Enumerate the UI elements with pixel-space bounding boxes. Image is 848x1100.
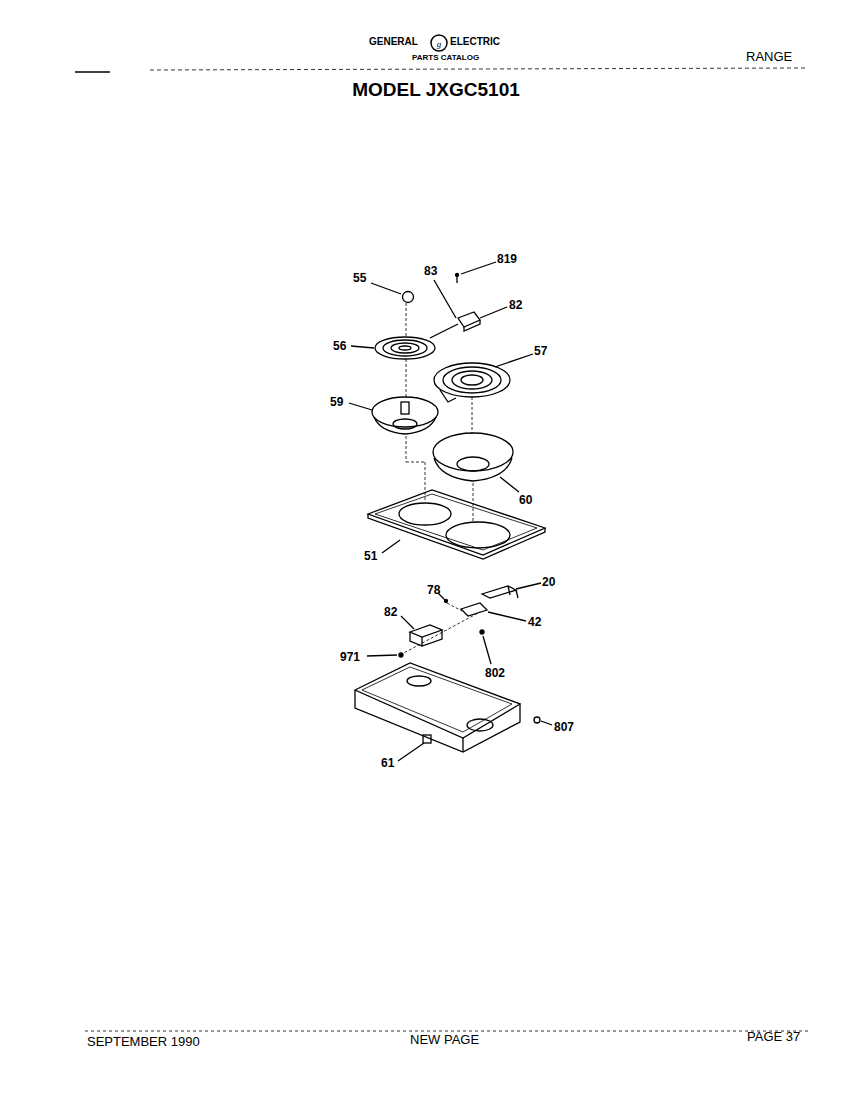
model-title: MODEL JXGC5101 — [352, 80, 520, 99]
date-label: SEPTEMBER 1990 — [87, 1035, 200, 1048]
callout-number: 57 — [534, 345, 547, 357]
callout-number: 59 — [330, 396, 343, 408]
callout-number: 83 — [424, 265, 437, 277]
svg-text:g: g — [437, 39, 442, 49]
callout-number: 82 — [384, 606, 397, 618]
callout-number: 61 — [381, 757, 394, 769]
catalog-label: PARTS CATALOG — [412, 54, 479, 62]
callout-number: 82 — [509, 299, 522, 311]
callout-number: 20 — [542, 576, 555, 588]
brand-word: GENERAL — [369, 37, 418, 47]
callout-number: 51 — [364, 550, 377, 562]
callout-number: 60 — [519, 494, 532, 506]
callout-number: 807 — [554, 721, 574, 733]
callout-number: 42 — [528, 616, 541, 628]
callout-number: 56 — [333, 340, 346, 352]
page-note: NEW PAGE — [410, 1033, 479, 1046]
callout-number: 819 — [497, 253, 517, 265]
callout-number: 55 — [353, 272, 366, 284]
page-number: PAGE 37 — [747, 1030, 800, 1043]
callout-number: 78 — [427, 584, 440, 596]
section-label: RANGE — [746, 50, 792, 63]
callout-number: 802 — [485, 667, 505, 679]
callout-number: 971 — [340, 651, 360, 663]
brand-word: ELECTRIC — [450, 37, 500, 47]
